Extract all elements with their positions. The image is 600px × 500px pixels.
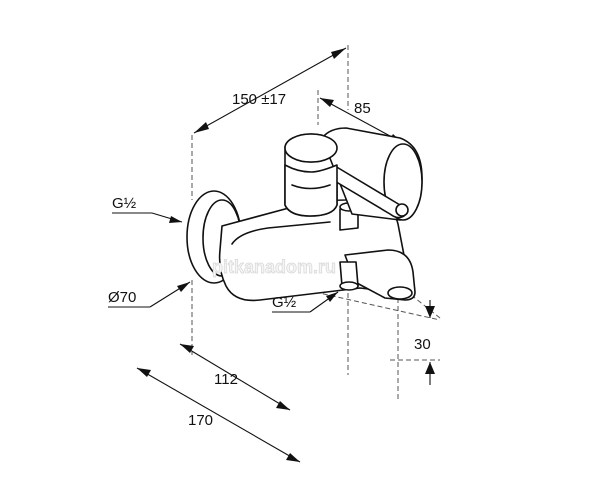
dim-body-depth: 112 — [214, 371, 238, 388]
dim-overall-width: 150 ±17 — [232, 91, 286, 108]
dim-inlet-thread: G½ — [112, 195, 137, 212]
faucet-outline — [186, 127, 423, 302]
watermark: pitkanadom.ru — [212, 257, 336, 277]
dim-spout-height: 30 — [414, 336, 431, 353]
spout-aerator — [387, 286, 413, 300]
dim-total-depth: 170 — [188, 412, 213, 429]
extension-lines — [191, 45, 441, 400]
outlet-nut — [339, 281, 359, 291]
dim-handle-depth: 85 — [354, 100, 371, 117]
dim-outlet-thread: G½ — [272, 294, 297, 311]
lever-end — [395, 203, 409, 217]
dim-rosette-diameter: Ø70 — [108, 289, 136, 306]
